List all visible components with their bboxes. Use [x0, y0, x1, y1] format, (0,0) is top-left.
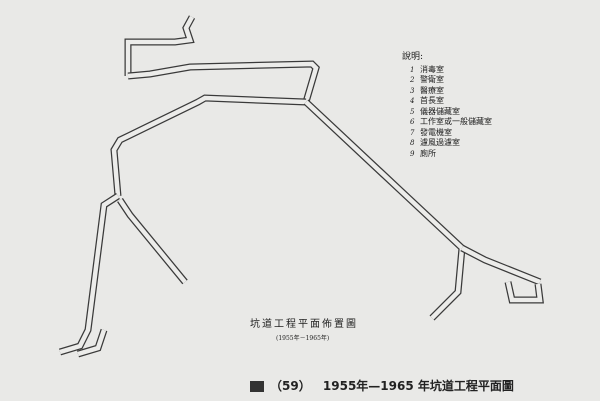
legend-item-number: 3 [410, 86, 415, 95]
tunnel-interior [77, 329, 107, 357]
drawing-title: 坑道工程平面佈置圖 [250, 319, 358, 330]
legend-item-number: 4 [410, 97, 415, 105]
legend-item: 1 消毒室 [402, 65, 492, 76]
legend-item-label: 發電機室 [420, 127, 452, 137]
tunnel-interior [125, 15, 194, 76]
tunnel-interior [460, 246, 541, 285]
legend-item-label: 工作室或一般儲藏室 [420, 117, 492, 126]
figure-number: （59） [270, 379, 311, 393]
legend-item: 2 警衛室 [402, 75, 492, 86]
tunnel-interior [59, 194, 120, 355]
legend-item: 3 醫療室 [402, 86, 492, 97]
drawing-subtitle: (1955年－1965年) [276, 335, 330, 342]
legend-item: 8 濾風過濾室 [402, 138, 492, 149]
tunnel-segment [110, 94, 307, 197]
tunnel-interior [111, 95, 307, 197]
legend-item-label: 首長室 [420, 96, 444, 105]
legend-item-number: 5 [410, 107, 415, 116]
legend-item-label: 廁所 [420, 148, 436, 158]
tunnel-interior [505, 281, 543, 303]
legend: 說明: 1 消毒室 2 警衛室 3 醫療室 4 首長室 5 儀器儲藏室 6 工作室或一般儲藏室 7 發電機… [402, 52, 492, 159]
legend-item-number: 9 [410, 149, 415, 158]
legend-item: 4 首長室 [402, 96, 492, 107]
legend-item-number: 2 [410, 76, 415, 84]
legend-item-number: 8 [410, 139, 415, 147]
legend-item: 5 儀器儲藏室 [402, 107, 492, 118]
legend-item: 7 發電機室 [402, 128, 492, 139]
legend-item-number: 7 [410, 128, 415, 137]
legend-item-label: 警衛室 [420, 75, 444, 84]
figure-caption: （59） 1955年—1965 年坑道工程平面圖 [250, 377, 514, 394]
legend-item: 6 工作室或一般儲藏室 [402, 117, 492, 128]
legend-item-label: 濾風過濾室 [420, 138, 460, 147]
legend-item-label: 消毒室 [420, 64, 444, 74]
legend-item-number: 6 [410, 118, 415, 126]
legend-item-label: 儀器儲藏室 [420, 106, 460, 116]
legend-title: 說明: [402, 52, 424, 62]
legend-item-number: 1 [410, 65, 415, 74]
tunnel-interior [118, 198, 187, 284]
legend-item: 9 廁所 [402, 149, 492, 160]
legend-item-label: 醫療室 [420, 85, 444, 95]
caption-text: 1955年—1965 年坑道工程平面圖 [322, 379, 514, 393]
tunnel-interior [127, 61, 319, 103]
figure-mark-icon [250, 381, 264, 392]
